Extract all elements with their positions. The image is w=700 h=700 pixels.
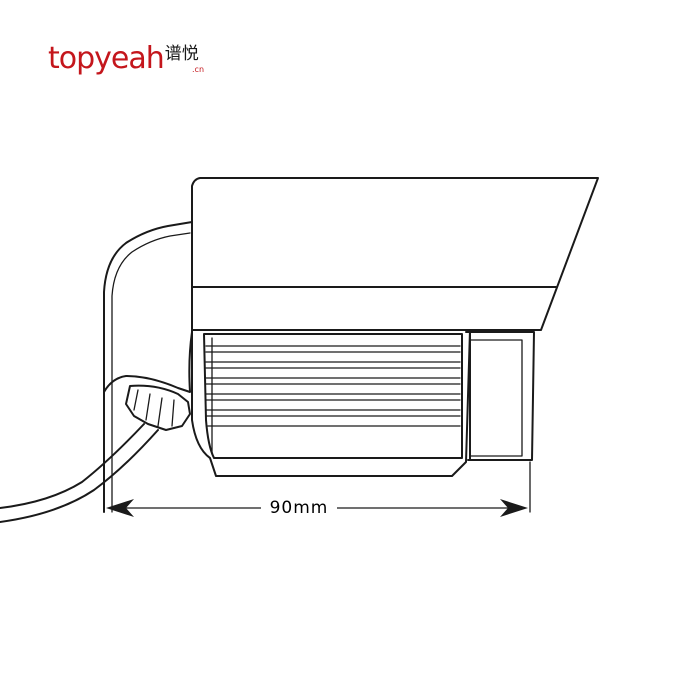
dimension-label: 90mm: [261, 496, 337, 520]
brand-logo: topyeah 谱悦 .cn: [48, 41, 204, 76]
dimension-line: [106, 499, 528, 517]
front-lens-ring: [465, 331, 535, 461]
logo-chinese-name: 谱悦: [164, 44, 199, 64]
dimension-arrow-right: [500, 499, 528, 517]
front-lens-inner: [469, 339, 523, 457]
cable: [0, 423, 145, 509]
cable-gland-ridge: [133, 389, 175, 427]
mount-bracket-inner: [111, 232, 191, 513]
camera-body: [191, 329, 471, 477]
mount-bracket: [103, 221, 193, 513]
cable-edge: [0, 429, 159, 523]
sun-hood: [191, 177, 599, 331]
dimension-arrow-left: [106, 499, 134, 517]
logo-domain-suffix: .cn: [192, 65, 205, 74]
cable-gland: [125, 384, 191, 431]
heat-sink-fins: [203, 333, 463, 459]
logo-wordmark: topyeah: [48, 41, 165, 76]
